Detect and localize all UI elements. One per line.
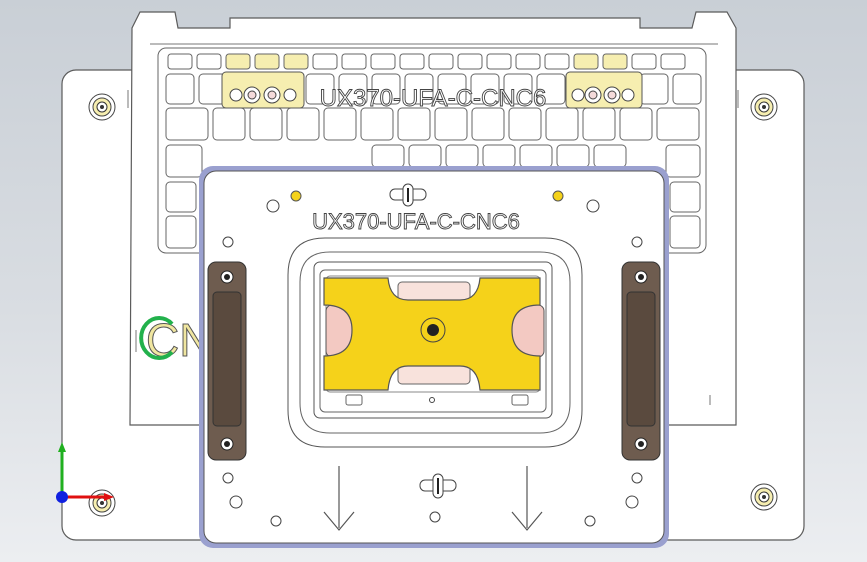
locating-block-right <box>565 71 643 109</box>
yellow-clamp-plate[interactable] <box>323 277 541 391</box>
side-clamp-right[interactable] <box>621 261 661 461</box>
side-clamp-left[interactable] <box>207 261 247 461</box>
slot-adjuster-top[interactable] <box>389 183 427 207</box>
yellow-pin-holes <box>290 190 564 202</box>
logo-green-arc <box>139 316 174 360</box>
plate-engraving-text: UX370-UFA-C-CNC6 <box>312 209 520 234</box>
mounting-screw-top-right <box>750 93 778 121</box>
direction-arrow-left <box>323 466 355 531</box>
keyboard-keys <box>165 73 702 249</box>
upper-engraving-text: UX370-UFA-C-CNC6 <box>320 85 547 112</box>
plate-holes <box>222 199 643 527</box>
mounting-screw-bottom-right <box>750 483 778 511</box>
slot-adjuster-bottom[interactable] <box>419 473 457 499</box>
function-key-row <box>167 53 686 70</box>
mounting-screw-bottom-left <box>88 489 116 517</box>
axis-triad[interactable] <box>56 442 114 503</box>
locating-block-left <box>221 71 305 109</box>
direction-arrow-right <box>511 466 543 531</box>
mounting-screw-top-left <box>88 93 116 121</box>
